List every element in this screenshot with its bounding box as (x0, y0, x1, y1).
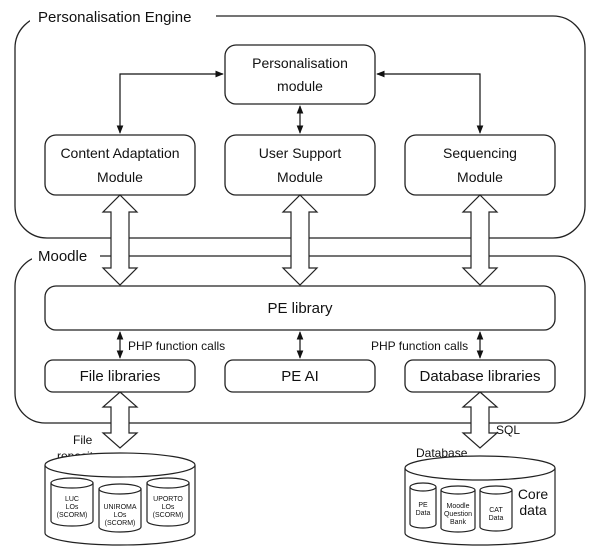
file-libraries-label: File libraries (80, 368, 161, 385)
core-data-label-line2: data (519, 502, 546, 518)
pe-library-box (44, 285, 556, 331)
content-adaptation-label-line2: Module (97, 169, 143, 185)
moodle-question-bank-line2: Question (444, 511, 472, 518)
personalisation-module-label-line2: module (277, 78, 323, 94)
uniroma-los-line2: LOs (114, 512, 127, 519)
moodle-question-bank-line3: Bank (450, 519, 466, 526)
file-repository-label-line1: File (73, 433, 93, 447)
pe-data-line2: Data (416, 510, 431, 517)
uporto-los-line2: LOs (162, 504, 175, 511)
luc-los-line1: LUC (65, 496, 79, 503)
php-function-calls-left-label: PHP function calls (128, 339, 225, 353)
sequencing-label-line2: Module (457, 169, 503, 185)
uporto-los-line1: UPORTO (153, 496, 183, 503)
user-support-label-line1: User Support (259, 145, 342, 161)
double-arrow-sequencing-pe-library (461, 194, 499, 286)
user-support-label-line2: Module (277, 169, 323, 185)
cat-data-line1: CAT (489, 507, 503, 514)
moodle-title-mask (32, 245, 100, 265)
sequencing-label-line1: Sequencing (443, 145, 517, 161)
user-support-module-box (224, 134, 376, 196)
pe-data-item: PE Data (409, 482, 437, 529)
sequencing-module-box (404, 134, 556, 196)
arrow-personalisation-sequencing (376, 70, 484, 134)
double-arrow-content-adaptation-pe-library (101, 194, 139, 286)
cat-data-item: CAT Data (479, 485, 513, 532)
double-arrow-user-support-pe-library (281, 194, 319, 286)
uniroma-los-item: UNIROMA LOs (SCORM) (98, 483, 142, 533)
pe-ai-box (224, 359, 376, 393)
personalisation-module-label-line1: Personalisation (252, 55, 348, 71)
pe-ai-label: PE AI (281, 368, 319, 385)
pe-library-label: PE library (267, 300, 333, 317)
luc-los-line3: (SCORM) (57, 512, 88, 519)
moodle-question-bank-line1: Moodle (447, 503, 470, 510)
content-adaptation-label-line1: Content Adaptation (60, 145, 179, 161)
uniroma-los-line3: (SCORM) (105, 520, 136, 527)
uporto-los-line3: (SCORM) (153, 512, 184, 519)
moodle-title: Moodle (38, 248, 87, 265)
php-function-calls-right-label: PHP function calls (371, 339, 468, 353)
engine-title-mask (30, 6, 216, 26)
luc-los-line2: LOs (66, 504, 79, 511)
personalisation-module-box (224, 44, 376, 105)
database-libraries-label: Database libraries (420, 368, 541, 385)
arrow-personalisation-content-adaptation (116, 70, 224, 134)
pe-data-line1: PE (418, 502, 428, 509)
engine-title: Personalisation Engine (38, 9, 191, 26)
cat-data-line2: Data (489, 515, 504, 522)
core-data-label-line1: Core (518, 486, 549, 502)
double-arrow-file-libraries-repository (101, 391, 139, 449)
moodle-question-bank-item: Moodle Question Bank (440, 485, 476, 533)
luc-los-item: LUC LOs (SCORM) (50, 477, 94, 527)
content-adaptation-module-box (44, 134, 196, 196)
double-arrow-database-libraries-database (461, 391, 499, 449)
uniroma-los-line1: UNIROMA (103, 504, 136, 511)
sql-label: SQL (496, 423, 520, 437)
uporto-los-item: UPORTO LOs (SCORM) (146, 477, 190, 527)
